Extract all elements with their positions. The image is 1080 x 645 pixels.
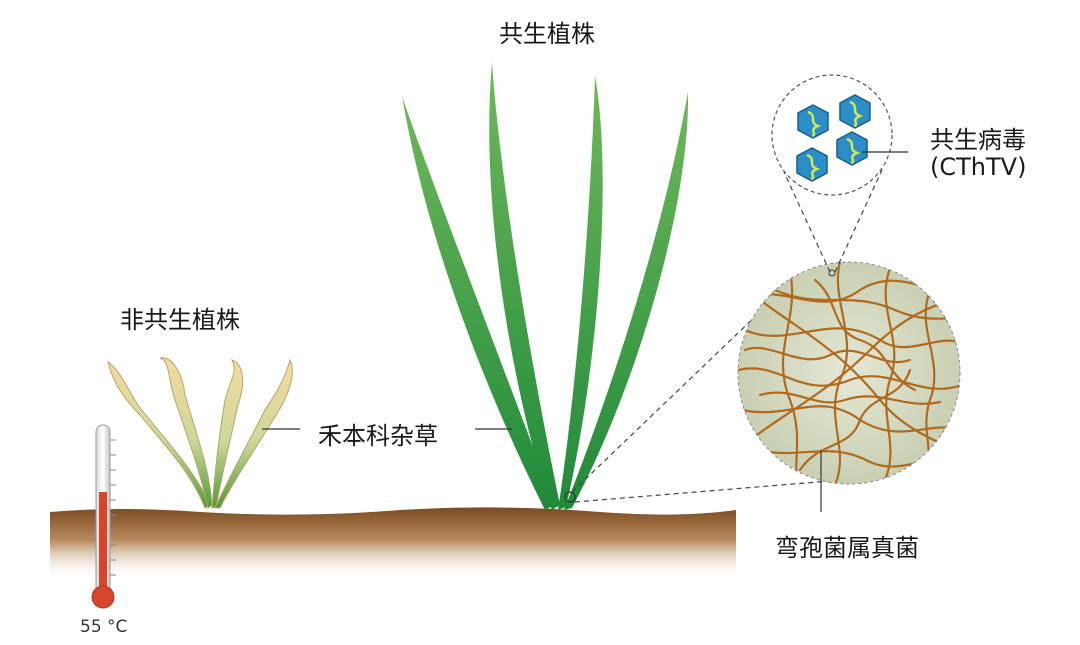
zoom-lines-fungus [571, 311, 867, 503]
temperature-label: 55 °C [80, 617, 128, 637]
healthy-leaf [402, 96, 555, 510]
leader-lines [262, 151, 908, 512]
zoom-lines-virus [783, 169, 883, 273]
virus-zoom-point [828, 269, 836, 277]
thermometer-icon [91, 424, 116, 609]
grass-label: 禾本科杂草 [318, 422, 438, 450]
fungus-hyphae-zoom [737, 261, 961, 485]
virus-abbrev-label: (CThTV) [930, 153, 1027, 181]
wilted-leaf [159, 357, 213, 509]
wilted-leaf [107, 360, 211, 509]
symbiotic-plant [402, 62, 689, 510]
wilted-leaf [214, 358, 293, 509]
virus-label: 共生病毒 [930, 126, 1026, 154]
fungus-label: 弯孢菌属真菌 [775, 534, 919, 562]
wilted-leaf [211, 359, 244, 509]
non-symbiotic-plant-label: 非共生植株 [120, 306, 240, 334]
virus-particle-icon [797, 104, 829, 139]
healthy-leaf [489, 62, 560, 510]
virus-zoom [771, 74, 893, 196]
virus-particle-icon [836, 131, 868, 166]
healthy-leaf [558, 76, 603, 510]
non-symbiotic-plant [107, 357, 293, 509]
soil [50, 507, 736, 580]
virus-particle-icon [839, 94, 871, 129]
root-zoom-point [564, 491, 576, 503]
symbiotic-plant-label: 共生植株 [499, 20, 595, 48]
virus-particle-icon [796, 147, 828, 182]
